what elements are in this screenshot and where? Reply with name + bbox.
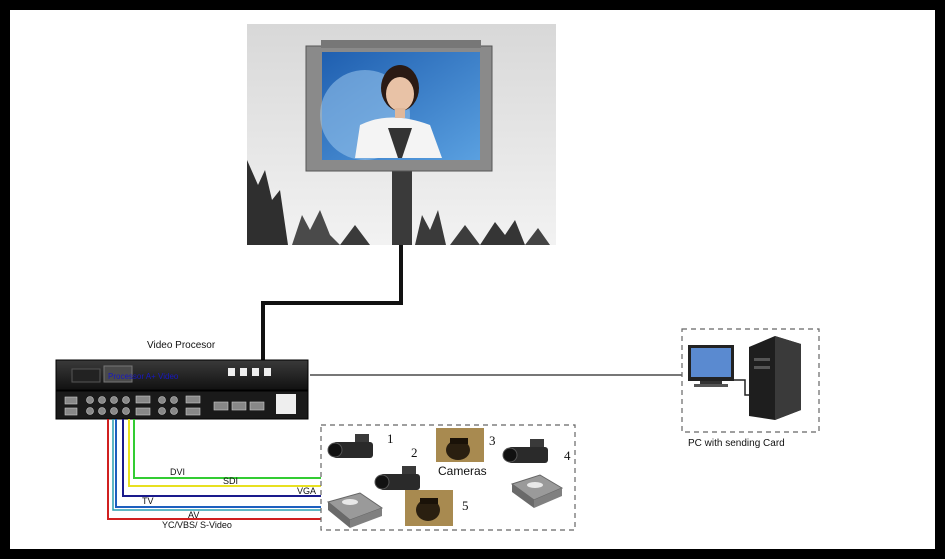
cameras-label: Cameras xyxy=(438,464,487,478)
led-billboard-photo xyxy=(247,24,556,245)
cable-label-av: AV xyxy=(188,510,200,520)
camera-3-photo xyxy=(436,428,484,462)
camera-number-4: 4 xyxy=(564,448,571,463)
camera-5-photo xyxy=(405,490,453,526)
pc-tower-icon xyxy=(749,336,801,420)
processor-brand-text: Processor A+ Video xyxy=(108,372,179,381)
diagram-canvas: Processor A+ Video xyxy=(10,10,935,549)
camera-2-icon xyxy=(374,466,420,490)
dvd-player-right-icon xyxy=(510,474,564,508)
cable-label-sdi: SDI xyxy=(223,476,239,486)
camera-1-icon xyxy=(327,434,373,458)
news-presenter-image xyxy=(355,65,442,158)
cable-label-tv: TV xyxy=(142,496,154,506)
camera-4-icon xyxy=(502,439,548,463)
camera-number-5: 5 xyxy=(462,498,469,513)
video-processor-label: Video Procesor xyxy=(147,340,216,351)
billboard-cable xyxy=(261,245,403,360)
video-processor-device xyxy=(55,359,309,420)
camera-number-1: 1 xyxy=(387,431,394,446)
camera-number-2: 2 xyxy=(411,445,418,460)
cable-label-yc-vbs-s-video: YC/VBS/ S-Video xyxy=(162,520,232,530)
monitor-icon xyxy=(688,345,734,387)
camera-number-3: 3 xyxy=(489,433,496,448)
dvd-player-left-icon xyxy=(326,492,384,528)
diagram-svg: Processor A+ Video xyxy=(55,24,820,531)
cable-label-vga: VGA xyxy=(297,486,317,496)
cable-label-dvi: DVI xyxy=(170,467,186,477)
pc-label: PC with sending Card xyxy=(688,438,785,449)
